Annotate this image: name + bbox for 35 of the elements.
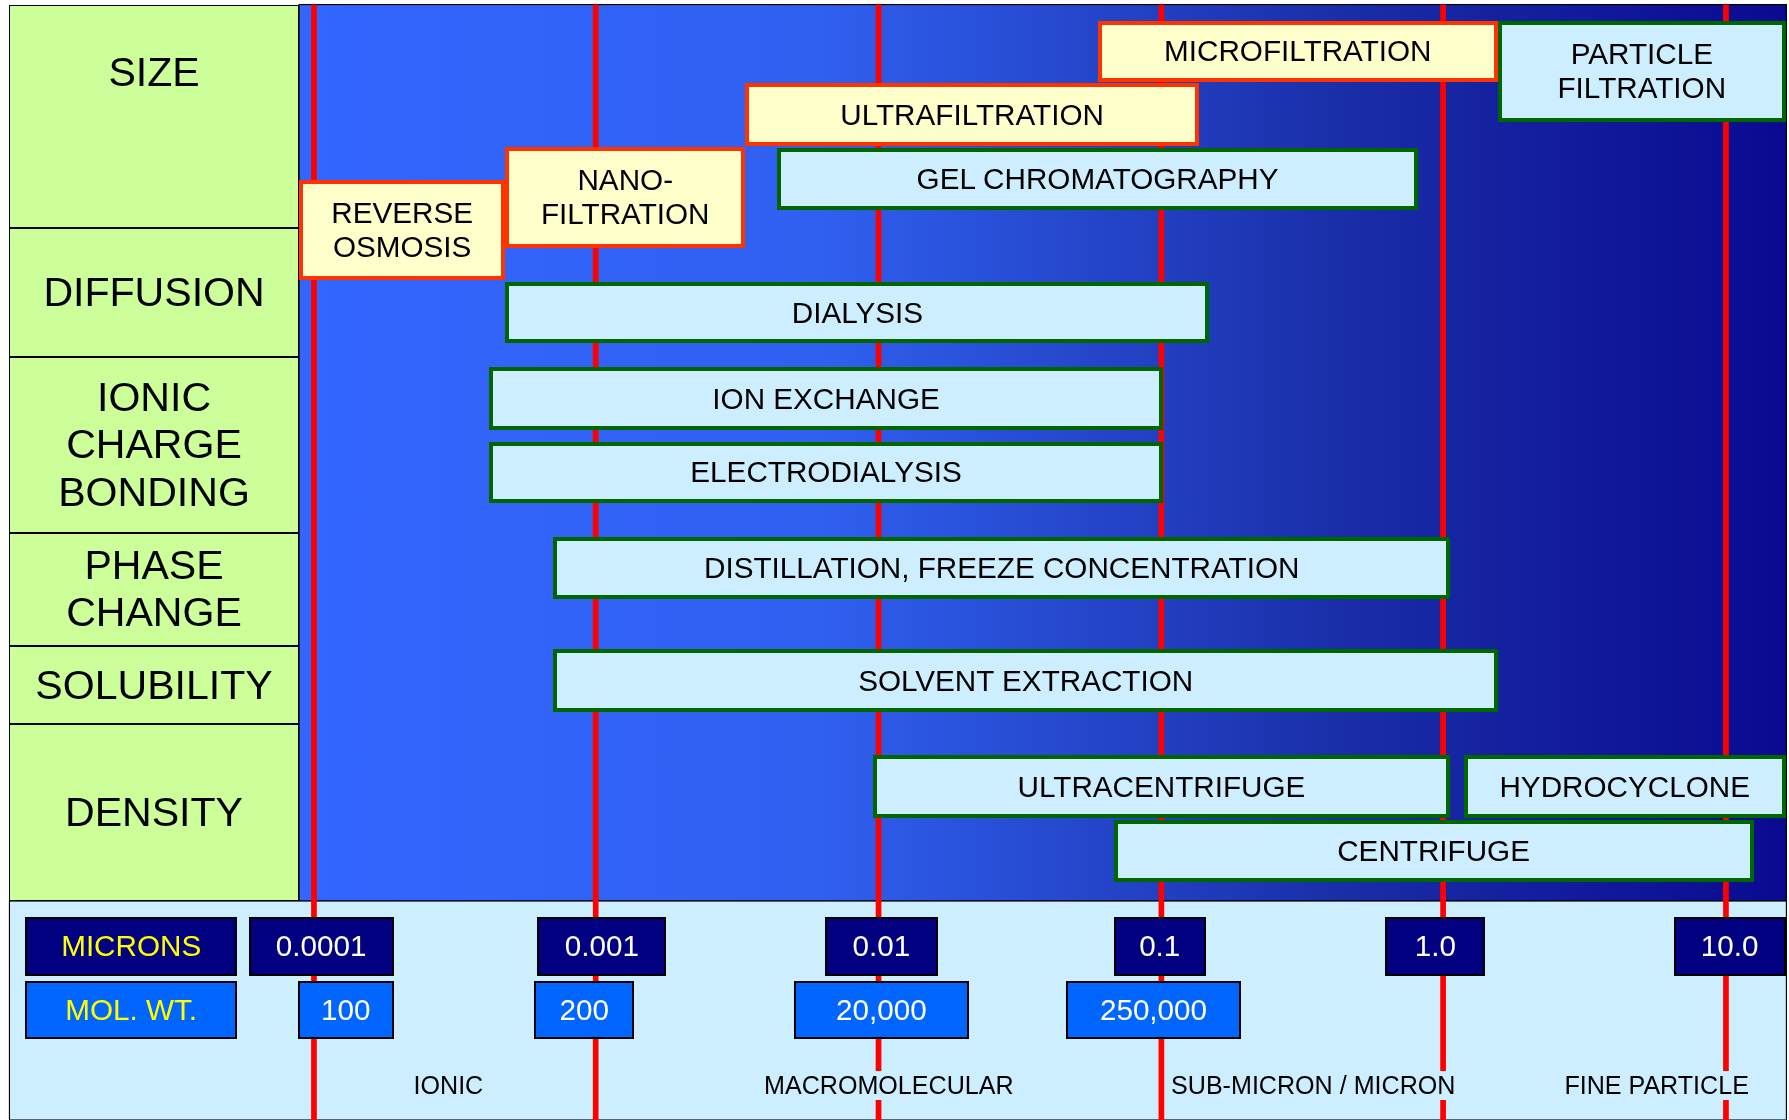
- category-cell: IONIC CHARGE BONDING: [9, 357, 299, 533]
- method-bar: SOLVENT EXTRACTION: [553, 649, 1499, 712]
- region-label: MACROMOLECULAR: [764, 1071, 1014, 1101]
- region-label: FINE PARTICLE: [1564, 1071, 1749, 1101]
- category-cell: SIZE: [9, 4, 299, 229]
- category-cell: SOLUBILITY: [9, 645, 299, 725]
- method-bar: ULTRACENTRIFUGE: [872, 755, 1451, 819]
- method-bar: ULTRAFILTRATION: [745, 83, 1200, 147]
- category-cell: DENSITY: [9, 724, 299, 902]
- scale-value-box: 10.0: [1673, 917, 1786, 976]
- region-label: SUB-MICRON / MICRON: [1171, 1071, 1456, 1101]
- method-bar: DIALYSIS: [505, 281, 1210, 344]
- method-bar: HYDROCYCLONE: [1463, 755, 1786, 819]
- scale-value-box: 1.0: [1385, 917, 1486, 976]
- scale-value-box: 0.01: [824, 917, 938, 976]
- category-cell: PHASE CHANGE: [9, 532, 299, 646]
- scale-key-box: MICRONS: [25, 917, 238, 976]
- scale-value-box: 0.001: [537, 917, 667, 976]
- method-bar: CENTRIFUGE: [1113, 820, 1754, 882]
- method-bar: ELECTRODIALYSIS: [489, 441, 1163, 504]
- category-cell: DIFFUSION: [9, 228, 299, 358]
- method-bar: PARTICLE FILTRATION: [1498, 20, 1786, 123]
- scale-value-box: 100: [297, 981, 394, 1040]
- method-bar: NANO- FILTRATION: [505, 147, 746, 248]
- scale-value-box: 20,000: [794, 981, 969, 1040]
- scale-key-box: MOL. WT.: [25, 981, 238, 1040]
- scale-value-box: 0.0001: [248, 917, 394, 976]
- method-bar: DISTILLATION, FREEZE CONCENTRATION: [553, 537, 1451, 599]
- scale-value-box: 0.1: [1113, 917, 1206, 976]
- method-bar: REVERSE OSMOSIS: [298, 180, 506, 280]
- method-bar: MICROFILTRATION: [1097, 20, 1499, 83]
- scale-value-box: 250,000: [1065, 981, 1242, 1040]
- method-bar: GEL CHROMATOGRAPHY: [776, 148, 1419, 210]
- scale-value-box: 200: [533, 981, 635, 1040]
- method-bar: ION EXCHANGE: [489, 367, 1163, 431]
